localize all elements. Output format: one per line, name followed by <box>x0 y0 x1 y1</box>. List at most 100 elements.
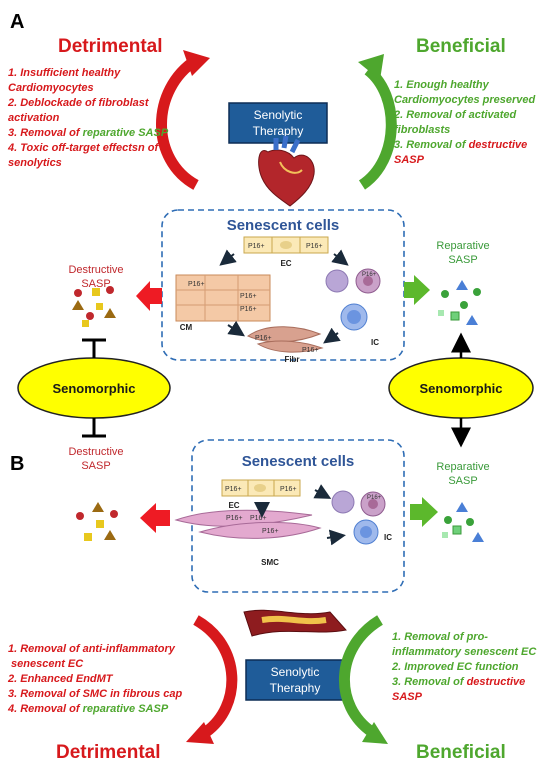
top-beneficial-item-line-1-seg-0: Cardiomyocytes preserved <box>394 94 536 106</box>
panel-label-a: A <box>10 11 24 33</box>
bottom-detrimental-title: Detrimental <box>56 742 161 763</box>
top-beneficial-item-line-4-seg-1: destructive <box>469 139 528 151</box>
bottom-green-curved-arrow <box>338 615 388 744</box>
top-detrimental-item-line-5-seg-0: 4. Toxic off-target effectsn of <box>7 142 159 154</box>
bottom-ic-p16: P16+ <box>367 495 382 501</box>
bottom-red-block-arrow <box>140 503 170 533</box>
top-cm-p16-b: P16+ <box>240 293 257 300</box>
top-beneficial-item-line-3-seg-0: fibroblasts <box>394 124 450 136</box>
bottom-detrimental-item-line-4-seg-0: 4. Removal of <box>7 703 83 715</box>
top-green-block-arrow <box>404 275 430 305</box>
top-ic-label: IC <box>371 338 379 347</box>
top-beneficial-item-line-5-seg-0: SASP <box>394 154 425 166</box>
bottom-smc-label: SMC <box>261 558 279 567</box>
bottom-detrimental-list: 1. Removal of anti-inflammatory senescen… <box>7 643 182 715</box>
top-therapy-line1: Senolytic <box>254 108 303 122</box>
top-ec-label: EC <box>280 259 291 268</box>
top-ec-cells: P16+ P16+ <box>243 236 329 254</box>
mid-destructive-sasp-line1: Destructive <box>68 446 123 458</box>
senomorphic-left-inhibit <box>82 338 106 438</box>
bottom-therapy-line1: Senolytic <box>271 665 320 679</box>
top-destructive-sasp-line2: SASP <box>81 278 110 290</box>
top-inner-arrows <box>219 249 349 344</box>
top-detrimental-item-line-1-seg-0: Cardiomyocytes <box>8 82 94 94</box>
bottom-detrimental-item-line-0-seg-0: 1. Removal of anti-inflammatory <box>8 643 176 655</box>
bottom-beneficial-list: 1. Removal of pro-inflammatory senescent… <box>391 631 537 703</box>
top-cm-p16-c: P16+ <box>240 306 257 313</box>
bottom-inner-arrows <box>254 484 346 546</box>
top-senescent-title: Senescent cells <box>227 217 340 234</box>
bottom-detrimental-item-line-2-seg-0: 2. Enhanced EndMT <box>7 673 114 685</box>
senomorphic-right-label: Senomorphic <box>419 381 502 396</box>
top-green-curved-arrow <box>358 54 397 190</box>
bottom-ec-label: EC <box>228 501 239 510</box>
bottom-detrimental-item-line-1-seg-0: senescent EC <box>8 658 84 670</box>
bottom-smc-p16-b: P16+ <box>250 515 267 522</box>
bottom-beneficial-item-line-1-seg-0: inflammatory senescent EC <box>392 646 537 658</box>
bottom-beneficial-title: Beneficial <box>416 742 506 763</box>
top-destructive-sasp-line1: Destructive <box>68 264 123 276</box>
artery-plaque-icon <box>243 609 347 637</box>
bottom-ic-cells: P16+ <box>331 490 386 545</box>
top-detrimental-title: Detrimental <box>58 36 163 57</box>
top-detrimental-item-line-2-seg-0: 2. Deblockade of fibroblast <box>7 97 150 109</box>
bottom-therapy-line2: Theraphy <box>270 681 321 695</box>
heart-icon <box>258 135 315 207</box>
top-red-curved-arrow <box>156 50 210 190</box>
top-red-block-arrow <box>136 281 162 311</box>
top-ic-cells: P16+ <box>325 268 381 331</box>
bottom-smc-p16-c: P16+ <box>262 528 279 535</box>
top-cm-p16-a: P16+ <box>188 281 205 288</box>
top-detrimental-item-line-4-seg-1: reparative SASP <box>83 127 169 139</box>
bottom-red-curved-arrow <box>186 615 238 744</box>
top-reparative-sasp-line1: Reparative <box>436 240 489 252</box>
top-fibr-p16-a: P16+ <box>255 335 272 342</box>
bottom-beneficial-item-line-4-seg-0: SASP <box>392 691 423 703</box>
bottom-beneficial-item-line-2-seg-0: 2. Improved EC function <box>391 661 519 673</box>
panel-label-b: B <box>10 453 24 475</box>
top-beneficial-item-line-4-seg-0: 3. Removal of <box>394 139 469 151</box>
top-fibr-label: Fibr <box>284 355 299 364</box>
top-detrimental-item-line-4-seg-0: 3. Removal of <box>8 127 83 139</box>
bottom-senescent-title: Senescent cells <box>242 453 355 470</box>
top-beneficial-item-line-0-seg-0: 1. Enough healthy <box>394 79 490 91</box>
top-beneficial-title: Beneficial <box>416 36 506 57</box>
bottom-senolytic-therapy-box <box>245 659 345 701</box>
bottom-destructive-sasp-particles <box>76 502 118 541</box>
top-fibr-cells: P16+ P16+ <box>246 326 324 354</box>
top-senolytic-therapy-box <box>228 102 328 144</box>
bottom-beneficial-item-line-0-seg-0: 1. Removal of pro- <box>392 631 488 643</box>
bottom-reparative-sasp-particles <box>442 502 484 542</box>
bottom-ec-p16-b: P16+ <box>280 486 297 493</box>
top-detrimental-item-line-3-seg-0: activation <box>8 112 60 124</box>
bottom-green-block-arrow <box>410 497 438 527</box>
bottom-smc-p16-a: P16+ <box>226 515 243 522</box>
top-detrimental-item-line-6-seg-0: senolytics <box>8 157 62 169</box>
top-ec-p16-b: P16+ <box>306 243 323 250</box>
top-beneficial-item-line-2-seg-0: 2. Removal of activated <box>393 109 517 121</box>
top-cm-cells: P16+ P16+ P16+ <box>175 274 271 322</box>
top-fibr-p16-b: P16+ <box>302 347 319 354</box>
bottom-detrimental-item-line-3-seg-0: 3. Removal of SMC in fibrous cap <box>8 688 182 700</box>
bottom-beneficial-item-line-3-seg-1: destructive <box>467 676 526 688</box>
bottom-ic-label: IC <box>384 533 392 542</box>
bottom-ec-p16-a: P16+ <box>225 486 242 493</box>
top-detrimental-item-line-0-seg-0: 1. Insufficient healthy <box>8 67 121 79</box>
top-therapy-line2: Theraphy <box>253 124 304 138</box>
top-destructive-sasp-particles <box>72 286 116 327</box>
bottom-smc-cells: P16+ P16+ P16+ <box>174 509 322 539</box>
bottom-detrimental-item-line-4-seg-1: reparative SASP <box>83 703 169 715</box>
top-ic-p16: P16+ <box>362 272 377 278</box>
bottom-reparative-sasp-line2: SASP <box>448 475 477 487</box>
bottom-beneficial-item-line-3-seg-0: 3. Removal of <box>392 676 467 688</box>
senomorphic-left-label: Senomorphic <box>52 381 135 396</box>
bottom-reparative-sasp-line1: Reparative <box>436 461 489 473</box>
top-reparative-sasp-particles <box>438 280 481 325</box>
top-ec-p16-a: P16+ <box>248 243 265 250</box>
top-cm-label: CM <box>180 323 193 332</box>
mid-destructive-sasp-line2: SASP <box>81 460 110 472</box>
top-reparative-sasp-line2: SASP <box>448 254 477 266</box>
